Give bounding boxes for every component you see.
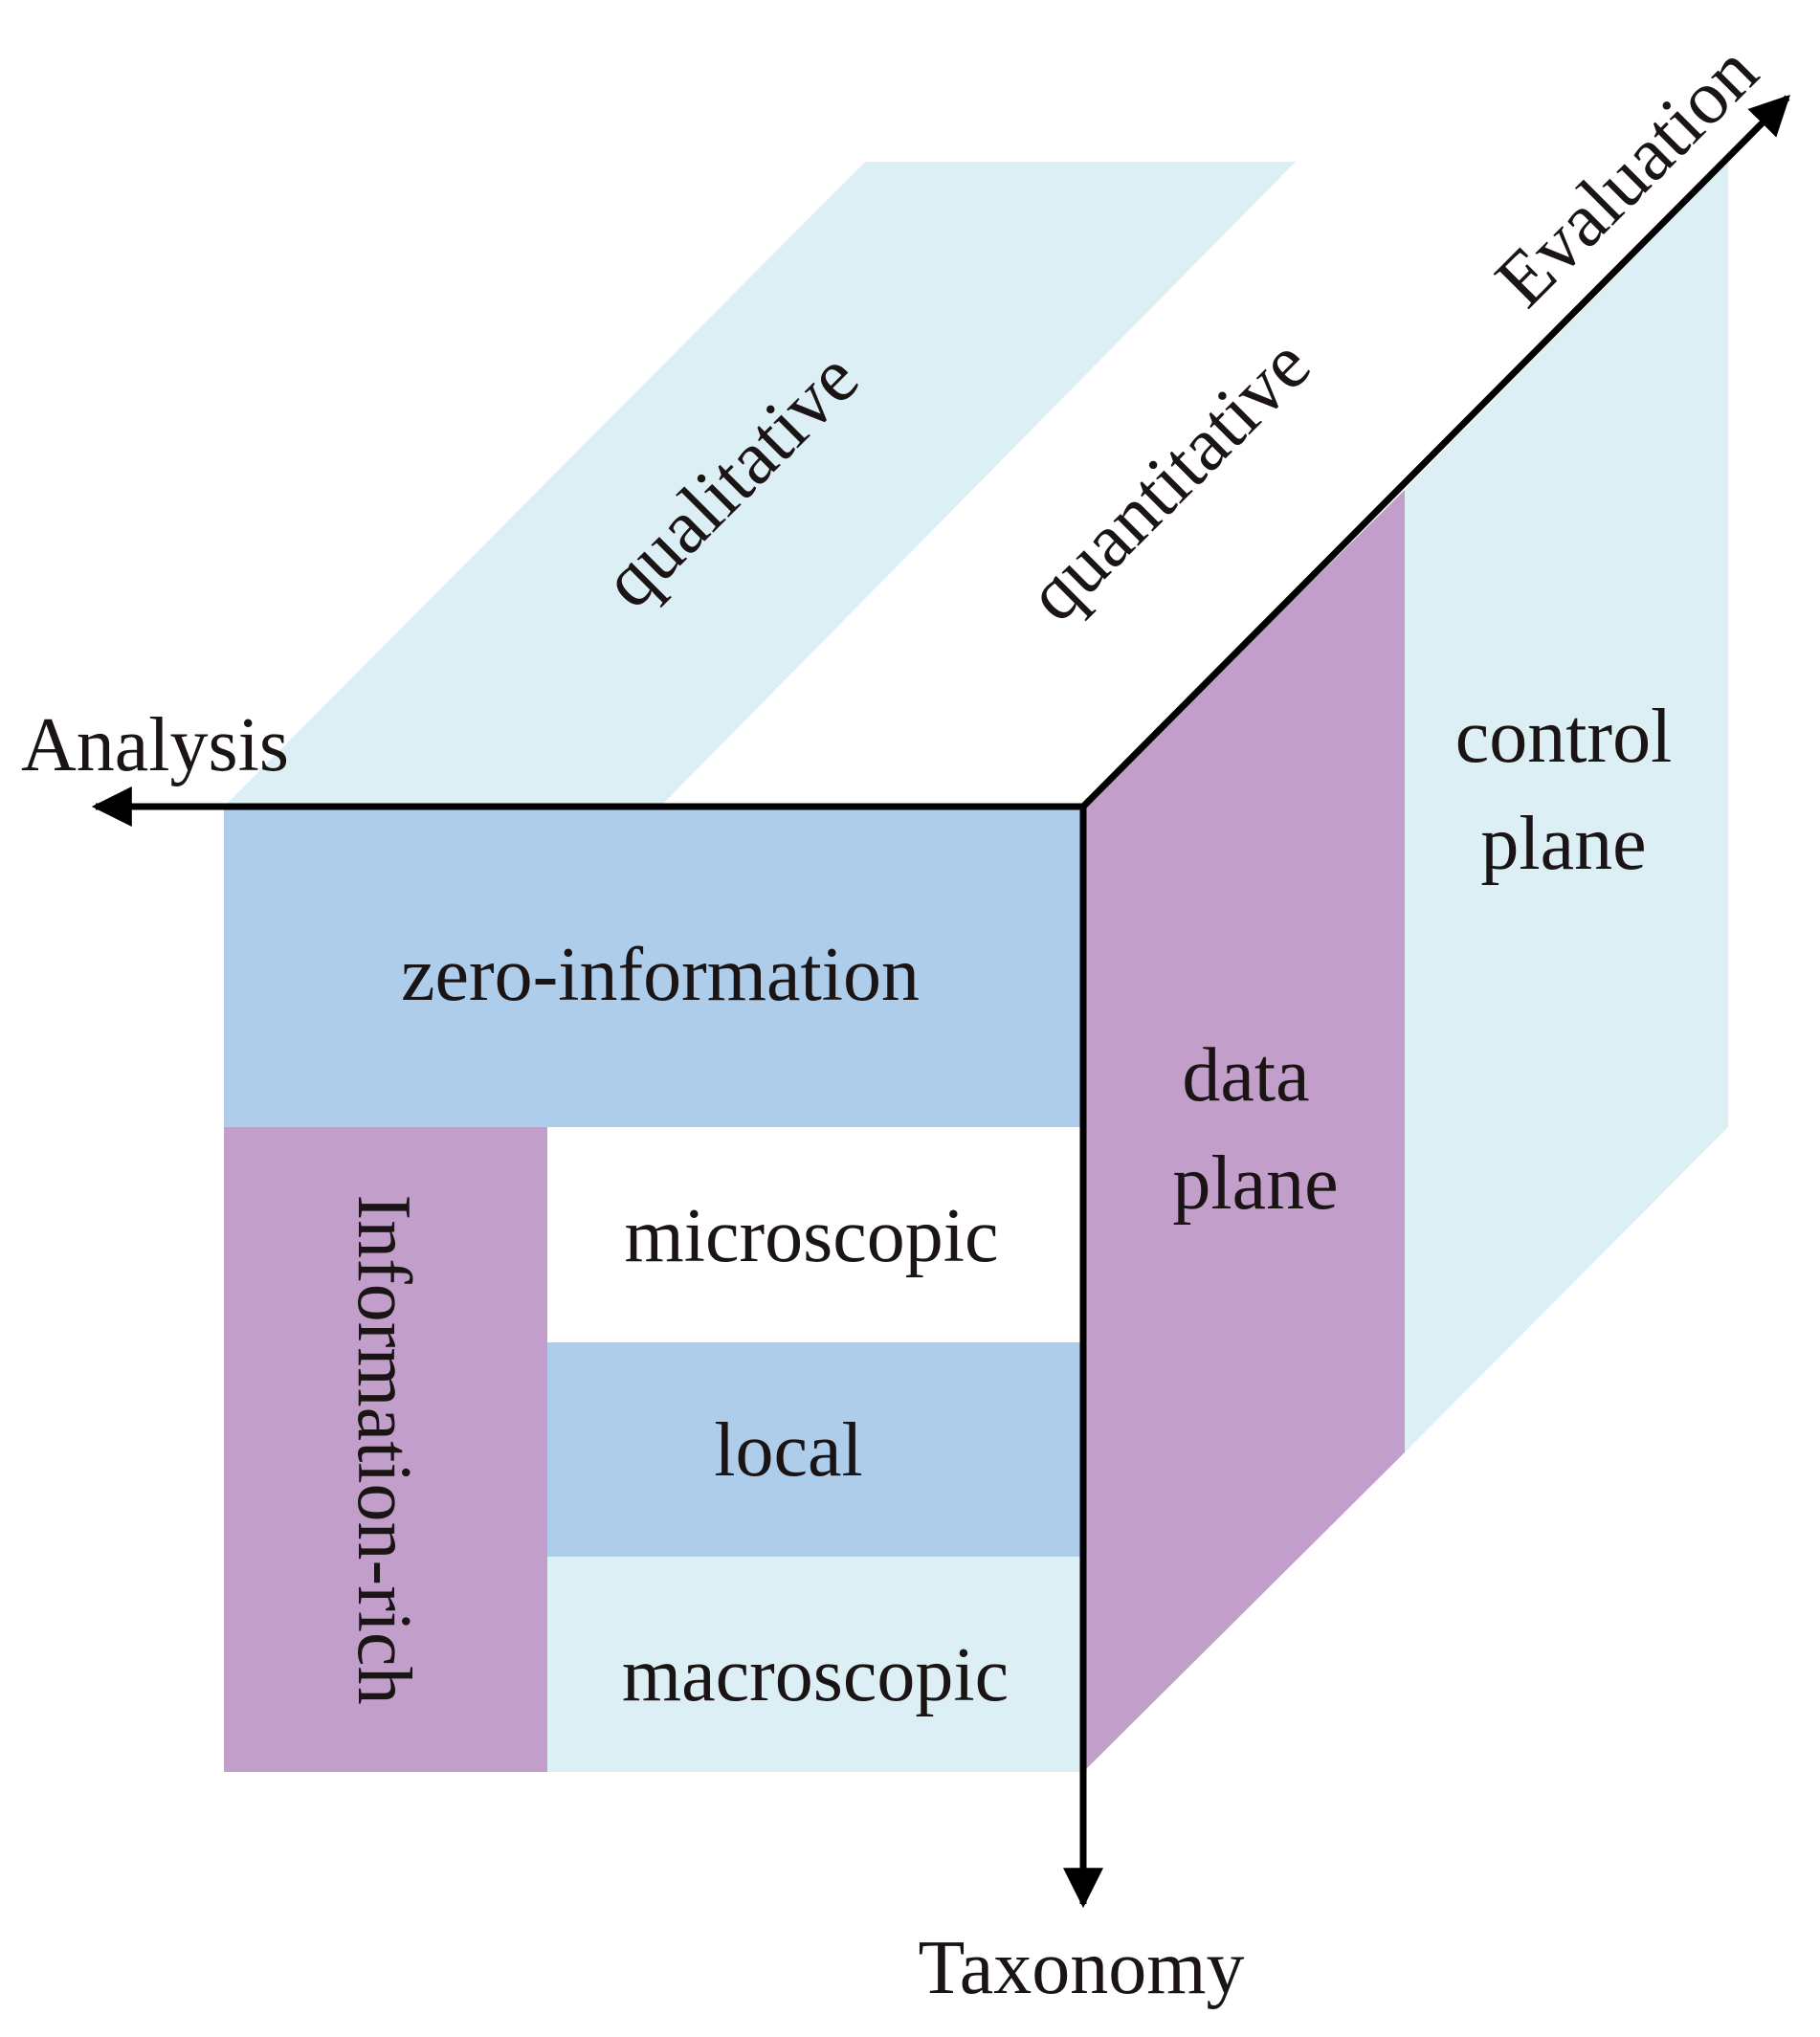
microscopic-label: microscopic: [625, 1194, 999, 1278]
information-rich-label: Information-rich: [342, 1194, 426, 1704]
local-block: [547, 1342, 1083, 1557]
taxonomy-axis-label: Taxonomy: [918, 1926, 1244, 2010]
data-plane-label-line1: data: [1182, 1033, 1309, 1118]
control-plane-label-line2: plane: [1480, 802, 1646, 886]
zero-information-label: zero-information: [401, 933, 920, 1017]
macroscopic-block: [547, 1557, 1083, 1772]
microscopic-block: [547, 1127, 1083, 1342]
analysis-axis-label: Analysis: [21, 703, 289, 787]
qualitative-strip: [224, 162, 1296, 807]
data-plane-face: [1083, 490, 1405, 1772]
information-rich-block: [224, 1127, 547, 1772]
control-plane-label-line1: control: [1455, 695, 1673, 779]
zero-information-block: [224, 807, 1083, 1127]
macroscopic-label: macroscopic: [622, 1633, 1009, 1717]
local-label: local: [714, 1408, 862, 1493]
data-plane-label-line2: plane: [1172, 1141, 1338, 1226]
evaluation-axis: [1080, 95, 1790, 809]
control-plane-face: [1405, 162, 1728, 1452]
